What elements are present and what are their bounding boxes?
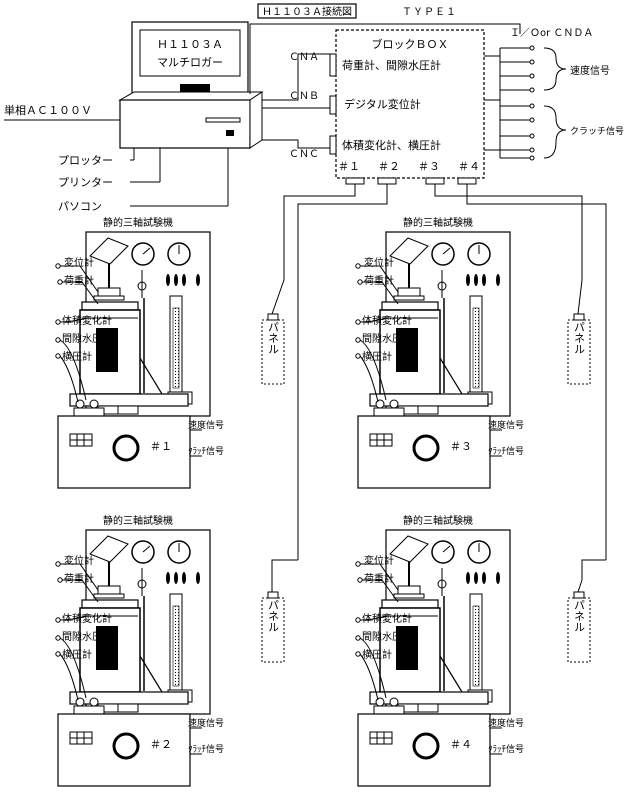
sensor-pore-pressure: 間隙水圧計 [362,332,412,345]
test-machine-2: 静的三軸試験機 変位計 荷重計 体積変化計 間隙水圧計 横圧計 ＃２ 速度信号 … [54,514,224,788]
sensor-pore-pressure: 間隙水圧計 [62,332,112,345]
cnb-label: ＣＮＢ [289,91,319,102]
peripheral-pc: パソコン [58,200,102,213]
clutch-signal-label: ｸﾗｯﾁ信号 [188,743,224,755]
sensor-lateral-pressure: 横圧計 [62,648,92,661]
panel-label: パネル [573,321,586,354]
io-clutch-signal: クラッチ信号 [570,125,624,137]
test-machine-3: 静的三軸試験機 変位計 荷重計 体積変化計 間隙水圧計 横圧計 ＃３ 速度信号 … [354,216,524,490]
clutch-signal-label: ｸﾗｯﾁ信号 [188,445,224,457]
panel-2: パネル [267,599,280,632]
panel-label: パネル [573,599,586,632]
type-label: ＴＹＰＥ１ [402,7,457,18]
sensor-volume-change: 体積変化計 [362,314,412,327]
sensor-volume-change: 体積変化計 [362,612,412,625]
sensor-displacement: 変位計 [64,554,94,567]
peripheral-printer: プリンター [58,176,113,189]
sensor-lateral-pressure: 横圧計 [62,350,92,363]
block-box [335,29,485,179]
sensor-displacement: 変位計 [64,256,94,269]
sensor-load: 荷重計 [64,572,94,585]
panel-1: パネル [267,321,280,354]
test-machine-1: 静的三軸試験機 変位計 荷重計 体積変化計 間隙水圧計 横圧計 ＃１ 速度信号 … [54,216,224,490]
diagram-title: Ｈ１１０３Ａ接続図 [262,5,352,18]
speed-signal-label: 速度信号 [188,717,224,729]
logger-name: Ｈ１１０３Ａ [157,38,223,51]
clutch-signal-label: ｸﾗｯﾁ信号 [488,743,524,755]
machine-title: 静的三軸試験機 [103,216,173,229]
io-label: Ｉ／Ｏor ＣＮＤＡ [510,27,593,39]
port-1-label: ＃１ [338,160,360,173]
sensor-volume-change: 体積変化計 [62,314,112,327]
cna-label: ＣＮＡ [289,52,319,63]
sensor-lateral-pressure: 横圧計 [362,648,392,661]
panel-label: パネル [267,321,280,354]
panel-label: パネル [267,599,280,632]
sensor-load: 荷重計 [364,274,394,287]
power-label: 単相ＡＣ１００Ｖ [4,103,92,117]
machine-number: ＃１ [150,440,172,453]
sensor-load: 荷重計 [364,572,394,585]
sensor-lateral-pressure: 横圧計 [362,350,392,363]
cnb-description: デジタル変位計 [344,97,421,111]
machine-number: ＃４ [450,738,472,751]
speed-signal-label: 速度信号 [488,717,524,729]
block-box-title: ブロックＢＯＸ [372,37,449,51]
port-3-label: ＃３ [418,160,440,173]
machine-number: ＃２ [150,738,172,751]
machine-number: ＃３ [450,440,472,453]
machine-title: 静的三軸試験機 [403,216,473,229]
sensor-volume-change: 体積変化計 [62,612,112,625]
port-4-label: ＃４ [458,160,480,173]
cna-description: 荷重計、間隙水圧計 [342,58,441,72]
sensor-pore-pressure: 間隙水圧計 [362,630,412,643]
io-speed-signal: 速度信号 [570,64,610,77]
sensor-displacement: 変位計 [364,554,394,567]
test-machine-4: 静的三軸試験機 変位計 荷重計 体積変化計 間隙水圧計 横圧計 ＃４ 速度信号 … [354,514,524,788]
machine-title: 静的三軸試験機 [103,514,173,527]
speed-signal-label: 速度信号 [488,419,524,431]
port-2-label: ＃２ [378,160,400,173]
speed-signal-label: 速度信号 [188,419,224,431]
cnc-label: ＣＮＣ [289,149,319,160]
logger-subtitle: マルチロガー [157,56,223,69]
clutch-signal-label: ｸﾗｯﾁ信号 [488,445,524,457]
peripheral-plotter: プロッター [58,154,113,167]
panel-3: パネル [573,321,586,354]
machine-title: 静的三軸試験機 [403,514,473,527]
panel-4: パネル [573,599,586,632]
sensor-displacement: 変位計 [364,256,394,269]
sensor-pore-pressure: 間隙水圧計 [62,630,112,643]
sensor-load: 荷重計 [64,274,94,287]
cnc-description: 体積変化計、横圧計 [342,138,441,152]
